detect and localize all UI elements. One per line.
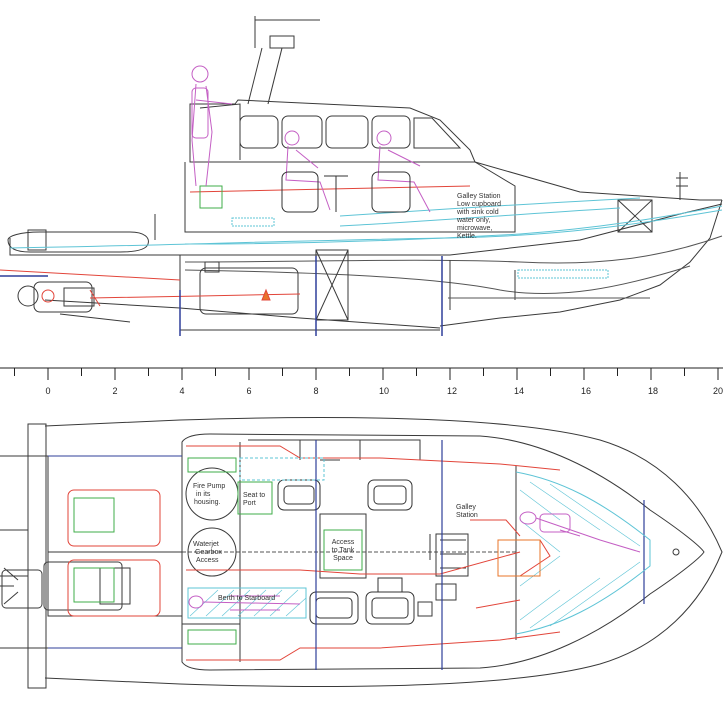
waterjet-side (17, 281, 131, 323)
engine (199, 267, 299, 315)
label-line: Kettle. (457, 233, 477, 240)
scale-tick-label: 20 (713, 386, 723, 396)
scale-tick-label: 10 (379, 386, 389, 396)
tank-access-label: to Tank (332, 547, 355, 554)
window (239, 115, 279, 149)
fire-pump-label: Fire Pump (193, 483, 225, 490)
scale-tick-label: 4 (179, 386, 184, 396)
label-line: water only, (456, 217, 490, 224)
scale-labels: 0 2 4 6 8 10 12 14 16 18 20 (45, 386, 723, 396)
wheelhouse (189, 99, 476, 163)
gearbox-label: Gearbox (195, 549, 222, 556)
galley-station-side-label: Galley Station Low cupboard with sink co… (456, 193, 501, 240)
hull-outline-plan (44, 416, 723, 688)
scale-tick-label: 18 (648, 386, 658, 396)
center-console (319, 513, 367, 579)
scale-tick-label: 0 (45, 386, 50, 396)
scale-tick-label: 6 (246, 386, 251, 396)
hull-deck-line (474, 161, 722, 201)
window (325, 115, 369, 149)
scale-tick-label: 2 (112, 386, 117, 396)
scale-tick-label: 16 (581, 386, 591, 396)
label-line: Galley Station (457, 193, 501, 200)
scale-bar: 0 2 4 6 8 10 12 14 16 18 20 (0, 367, 723, 396)
window (371, 115, 411, 149)
seat-to-port-label: Seat to (243, 492, 265, 499)
window (281, 115, 323, 149)
galley-plan-label: Station (456, 512, 478, 519)
plan-labels: Fire Pump in its housing. Seat to Port W… (193, 483, 478, 602)
crew-figure-lying (188, 595, 301, 611)
bulkhead-crossbox (617, 199, 653, 233)
label-line: microwave, (457, 225, 492, 232)
fire-pump-housing (185, 467, 239, 521)
hull-keel (44, 299, 441, 329)
waterjet-plan (0, 561, 131, 611)
side-elevation (7, 16, 723, 331)
seat (309, 591, 359, 625)
galley-plan-label: Galley (456, 504, 476, 511)
window (413, 117, 462, 149)
seat (365, 591, 415, 625)
label-line: Low cupboard (457, 201, 501, 208)
deck-outline-plan (181, 433, 705, 671)
plan-seats (277, 479, 415, 625)
side-elevation-colors (0, 65, 723, 336)
seat (367, 479, 413, 511)
tank-access-label: Access (332, 539, 355, 546)
tank-access-label: Space (333, 555, 353, 562)
scale-tick-label: 8 (313, 386, 318, 396)
seat-to-port-label: Port (243, 500, 256, 507)
bow (439, 199, 723, 327)
fire-pump-label: in its (196, 491, 211, 498)
plan-colors (48, 440, 651, 670)
berth-label: Berth to Starboard (218, 595, 275, 602)
scale-tick-label: 14 (514, 386, 524, 396)
radar-dome (269, 35, 295, 49)
gearbox-label: Waterjet (193, 541, 219, 548)
crew-figure-seated (376, 130, 431, 213)
crew-figure-lying (519, 511, 641, 553)
fire-pump-label: housing. (194, 499, 221, 506)
hull-sheer (9, 203, 723, 256)
tender (7, 231, 149, 253)
scale-tick-label: 12 (447, 386, 457, 396)
deckhouse (184, 161, 516, 233)
crew-figure-standing (191, 65, 233, 187)
gearbox-access-hatch (187, 527, 237, 577)
crew-figure-seated (284, 130, 331, 211)
gearbox-label: Access (196, 557, 219, 564)
label-line: with sink cold (456, 209, 499, 216)
